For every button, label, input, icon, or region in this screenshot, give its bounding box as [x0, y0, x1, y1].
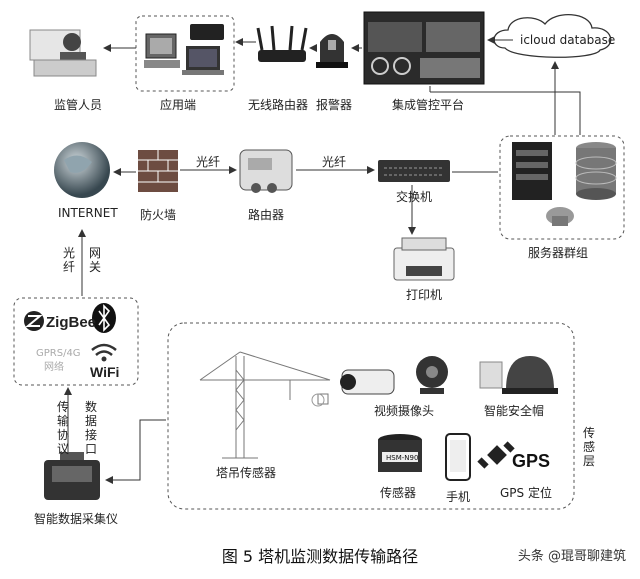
zigbee-icon — [24, 311, 44, 331]
cloud-storage-icon — [546, 207, 574, 226]
alarm-icon — [316, 34, 348, 68]
figure-caption: 图 5 塔机监测数据传输路径 — [221, 547, 419, 566]
fiber-label-2: 光纤 — [322, 155, 347, 169]
gateway-vertical-label: 网关 — [88, 246, 101, 274]
server-cluster-label: 服务器群组 — [528, 246, 589, 260]
platform-screen-icon — [363, 11, 485, 85]
supervisor-icon — [29, 29, 97, 77]
switch-icon — [378, 160, 450, 182]
alarm-label: 报警器 — [316, 98, 353, 112]
sensing-layer-label: 传感层 — [582, 426, 595, 468]
sensor-model-text: HSM-N90 — [386, 454, 418, 462]
phone-icon — [445, 433, 471, 481]
transport-protocol-label: 传输协议 — [56, 400, 69, 456]
wifi-text: WiFi — [90, 364, 119, 380]
tower-crane-icon — [199, 351, 331, 459]
firewall-label: 防火墙 — [140, 208, 177, 222]
collector-label: 智能数据采集仪 — [34, 512, 119, 526]
network-text: 网络 — [44, 360, 64, 373]
gps-text: GPS — [512, 451, 550, 471]
comm-protocol-group — [13, 297, 139, 386]
cloud-icon — [493, 13, 612, 58]
laptop-icon — [182, 46, 224, 75]
switch-label: 交换机 — [396, 190, 433, 204]
helmet-device-icon — [479, 361, 503, 389]
crane-sensor-label: 塔吊传感器 — [216, 466, 277, 480]
fiber-vertical-label: 光纤 — [62, 246, 75, 274]
supervisor-label: 监管人员 — [54, 98, 103, 112]
sensing-layer-group — [167, 322, 575, 510]
printer-icon — [393, 237, 455, 281]
wireless-router-icon — [256, 25, 308, 62]
webcam-icon — [416, 356, 448, 394]
app-end-group — [135, 15, 235, 92]
server-group — [499, 135, 625, 240]
video-camera-label: 视频摄像头 — [374, 404, 435, 418]
app-end-label: 应用端 — [160, 98, 197, 112]
watermark: 头条 @琨哥聊建筑 — [517, 549, 626, 564]
satellite-icon — [477, 441, 515, 469]
collector-icon — [44, 452, 100, 500]
router-icon — [239, 149, 293, 193]
data-interface-label: 数据接口 — [84, 400, 97, 456]
computer-icon — [144, 33, 180, 68]
zigbee-text: ZigBee — [46, 314, 96, 331]
server-icon — [512, 142, 552, 200]
phone-label: 手机 — [446, 490, 471, 504]
wireless-router-label: 无线路由器 — [248, 98, 309, 112]
sensor-label: 传感器 — [380, 486, 417, 500]
smart-helmet-label: 智能安全帽 — [484, 404, 545, 418]
internet-label: INTERNET — [58, 206, 118, 220]
icloud-label: icloud database — [520, 33, 616, 47]
fiber-label-1: 光纤 — [196, 155, 221, 169]
bluetooth-icon — [92, 303, 116, 333]
firewall-icon — [138, 150, 178, 192]
database-icon — [575, 142, 617, 200]
bullet-camera-icon — [340, 369, 395, 395]
wifi-icon — [91, 343, 117, 362]
smart-helmet-icon — [502, 356, 558, 394]
gps-locate-label: GPS 定位 — [500, 486, 552, 500]
printer-label: 打印机 — [406, 288, 443, 302]
router-label: 路由器 — [248, 208, 285, 222]
integrated-platform-label: 集成管控平台 — [392, 98, 465, 112]
sensor-icon — [378, 434, 422, 472]
gprs-text: GPRS/4G — [36, 348, 81, 359]
smartphone-icon — [190, 24, 224, 40]
